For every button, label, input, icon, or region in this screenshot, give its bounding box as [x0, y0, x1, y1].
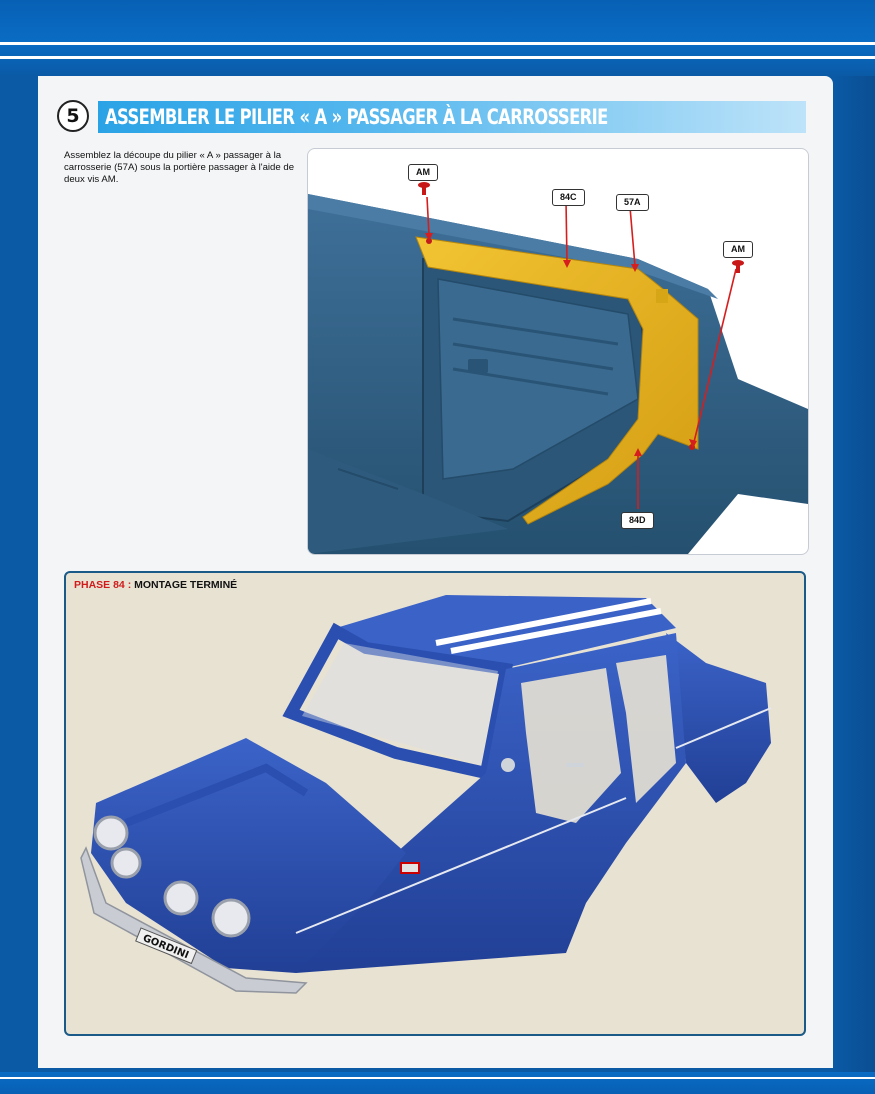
rear-body: [666, 633, 771, 803]
header-band: [0, 0, 875, 76]
screw-icon: [732, 260, 744, 273]
front-bumper: [80, 846, 308, 994]
assembly-diagram: AM 84C 57A AM 84D: [307, 148, 809, 555]
instruction-text: Assemblez la découpe du pilier « A » pas…: [64, 150, 295, 185]
label-57a: 57A: [616, 194, 649, 211]
label-84d: 84D: [621, 512, 654, 529]
step-title: ASSEMBLER LE PILIER « A » PASSAGER À LA …: [105, 105, 608, 129]
assembly-illustration: [308, 182, 808, 554]
roof-rail: [308, 194, 718, 299]
phase-label: MONTAGE TERMINÉ: [134, 579, 238, 591]
phase-caption: PHASE 84 : MONTAGE TERMINÉ: [74, 579, 237, 591]
door-panel: [437, 278, 639, 480]
step-number: 5: [57, 100, 89, 132]
leader-arrows: [426, 196, 737, 509]
screw-icon: [418, 182, 430, 195]
phase-panel: PHASE 84 : MONTAGE TERMINÉ: [64, 571, 806, 1036]
footer-stripe: [0, 1077, 875, 1079]
footer-band: [0, 1072, 875, 1094]
header-stripe: [0, 56, 875, 59]
label-am: AM: [408, 164, 438, 181]
page-edge: [833, 76, 875, 1072]
phase-number: PHASE 84 :: [74, 579, 132, 591]
car-front: [91, 738, 406, 973]
label-84c: 84C: [552, 189, 585, 206]
car-body-illustration: GORDINI: [80, 595, 772, 994]
headlight-icon: [93, 815, 251, 938]
header-stripe: [0, 42, 875, 45]
pillar-part: [415, 236, 699, 525]
step-title-bar: [98, 101, 806, 133]
label-am: AM: [723, 241, 753, 258]
